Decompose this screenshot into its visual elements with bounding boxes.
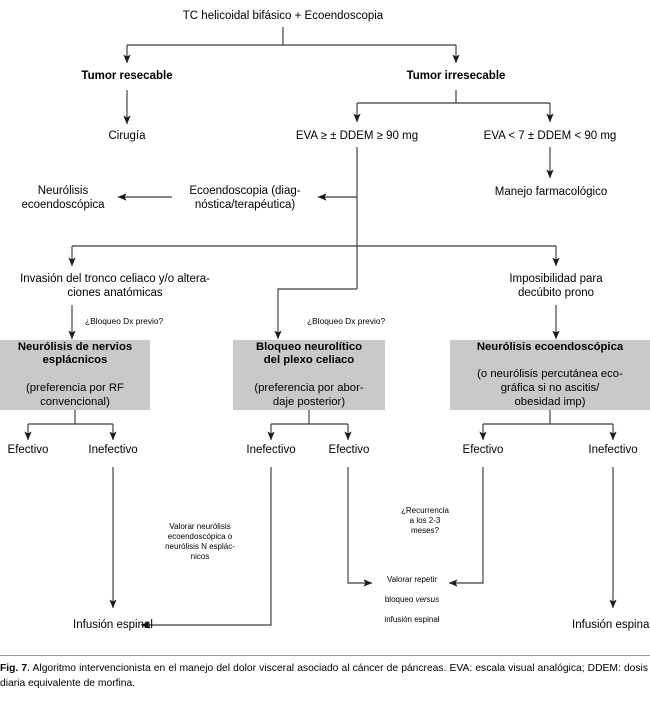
label-bloqueo-dx-previo-middle: ¿Bloqueo Dx previo? bbox=[307, 316, 386, 326]
outcome-right-inefectivo: Inefectivo bbox=[588, 444, 638, 456]
node-tumor-resecable: Tumor resecable bbox=[81, 70, 173, 82]
node-root: TC helicoidal bifásico + Ecoendoscopia bbox=[182, 10, 384, 22]
outcome-middle-efectivo: Efectivo bbox=[328, 444, 370, 456]
valorar-repetir-line2-pre: bloqueo bbox=[384, 595, 416, 605]
flowchart-connectors bbox=[24, 27, 617, 629]
box-neurolisis-ecoendoscopica[interactable]: Neurólisis ecoendoscópica (o neurólisis … bbox=[450, 340, 650, 410]
edge-middle-efectivo-to-valorar-repetir bbox=[347, 467, 373, 587]
figure-caption-text: . Algoritmo intervencionista en el manej… bbox=[0, 663, 648, 689]
edge-middle-inefectivo-to-infusion bbox=[140, 467, 272, 629]
node-tumor-irresecable: Tumor irresecable bbox=[406, 70, 506, 82]
outcome-middle-inefectivo: Inefectivo bbox=[246, 444, 296, 456]
outcome-right-efectivo: Efectivo bbox=[462, 444, 504, 456]
edge-trunk-to-middle-box bbox=[274, 288, 357, 340]
node-invasion-tronco-celiaco: Invasión del tronco celiaco y/o altera- … bbox=[20, 273, 210, 299]
figure-number: Fig. 7 bbox=[0, 663, 28, 674]
caption-divider bbox=[0, 655, 650, 656]
outcome-left-inefectivo: Inefectivo bbox=[88, 444, 138, 456]
node-imposibilidad-decubito-prono: Imposibilidad para decúbito prono bbox=[509, 273, 603, 299]
node-eva-alta: EVA ≥ ± DDEM ≥ 90 mg bbox=[295, 130, 419, 142]
annotation-valorar-repetir: Valorar repetir bloqueo versus infusión … bbox=[374, 565, 450, 625]
annotation-valorar-neurolisis: Valorar neurólisis ecoendoscópica o neur… bbox=[165, 522, 235, 562]
box-text: Bloqueo neurolítico del plexo celiaco (p… bbox=[254, 327, 363, 423]
node-neurolisis-ecoendoscopica: Neurólisis ecoendoscópica bbox=[21, 185, 105, 211]
box-subtext: (preferencia por RF convencional) bbox=[26, 381, 124, 408]
box-heading: Neurólisis de nervios esplácnicos bbox=[17, 340, 133, 367]
node-infusion-espinal-right: Infusión espinal bbox=[572, 619, 650, 631]
node-manejo-farmacologico: Manejo farmacológico bbox=[494, 186, 608, 198]
node-ecoendoscopia-diagnostica: Ecoendoscopia (diag- nóstica/terapéutica… bbox=[189, 185, 301, 211]
box-subtext: (preferencia por abor- daje posterior) bbox=[254, 381, 364, 408]
label-bloqueo-dx-previo-left: ¿Bloqueo Dx previo? bbox=[85, 316, 164, 326]
box-bloqueo-neurolitico-plexo-celiaco[interactable]: Bloqueo neurolítico del plexo celiaco (p… bbox=[233, 340, 385, 410]
box-subtext: (o neurólisis percutánea eco- gráfica si… bbox=[477, 368, 623, 408]
box-heading: Neurólisis ecoendoscópica bbox=[476, 340, 624, 353]
valorar-repetir-line3: infusión espinal bbox=[384, 615, 440, 625]
box-text: Neurólisis ecoendoscópica (o neurólisis … bbox=[477, 327, 623, 423]
edge-right-efectivo-to-valorar-repetir bbox=[448, 467, 484, 587]
node-cirugia: Cirugía bbox=[108, 130, 146, 142]
valorar-repetir-line1: Valorar repetir bbox=[386, 575, 438, 585]
box-heading: Bloqueo neurolítico del plexo celiaco bbox=[255, 340, 363, 367]
figure-caption-block: Fig. 7. Algoritmo intervencionista en el… bbox=[0, 655, 650, 691]
node-infusion-espinal-left: Infusión espinal bbox=[73, 619, 153, 631]
valorar-repetir-versus: versus bbox=[415, 595, 440, 605]
figure-caption: Fig. 7. Algoritmo intervencionista en el… bbox=[0, 662, 650, 691]
annotation-recurrencia: ¿Recurrencia a los 2-3 meses? bbox=[400, 506, 449, 536]
box-neurolisis-nervios-esplacnicos[interactable]: Neurólisis de nervios esplácnicos (prefe… bbox=[0, 340, 150, 410]
node-eva-baja: EVA < 7 ± DDEM < 90 mg bbox=[483, 130, 617, 142]
box-text: Neurólisis de nervios esplácnicos (prefe… bbox=[18, 327, 132, 423]
outcome-left-efectivo: Efectivo bbox=[7, 444, 49, 456]
